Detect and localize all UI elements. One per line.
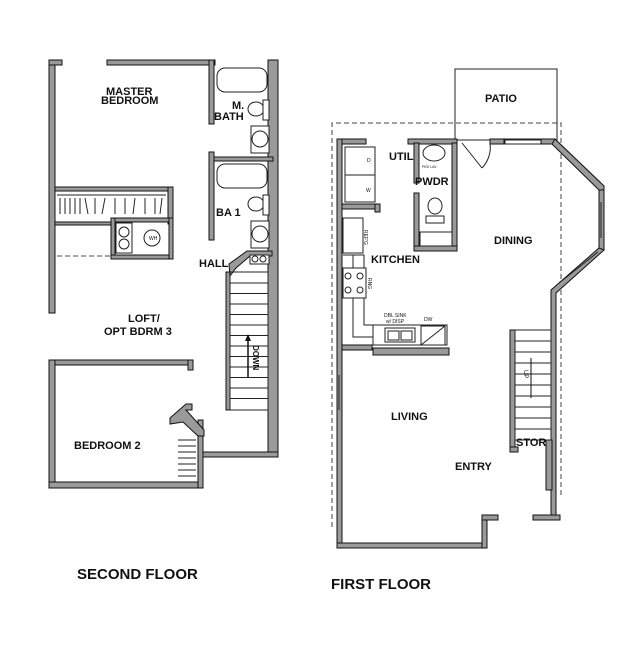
room-label-m-bath: BATH [214,111,244,123]
closet-shelving [57,194,166,257]
second-floor-plan: WH DOWN MASTER BEDROOM M. BATH BA 1 HALL… [48,59,279,583]
room-label-loft: OPT BDRM 3 [104,326,172,338]
room-label-kitchen: KITCHEN [371,254,420,266]
water-heater-label: WH [149,236,158,242]
room-label-master-bedroom: MASTER [106,86,153,98]
room-label-bedroom2: BEDROOM 2 [74,440,141,452]
second-floor-title: SECOND FLOOR [77,566,198,583]
water-heater [143,229,161,247]
first-floor-stairs[interactable]: UP [514,329,552,441]
room-label-hall: HALL [199,258,229,270]
second-floor-walls [48,59,279,489]
bedroom2-closet [178,439,196,477]
bathroom-fixtures: WH [115,67,270,265]
bay-windows [338,142,602,410]
room-label-dining: DINING [494,235,533,247]
toilet [427,197,443,215]
toilet [247,101,265,117]
toilet [247,196,265,212]
room-label-m-bath: M. [232,100,244,112]
room-label-util: UTIL [389,151,414,163]
refrigerator-label: REF'G [362,230,368,245]
sink-label: w/ DISP [386,319,405,325]
pedestal-lav [422,144,446,162]
room-label-stor: STOR [516,437,546,449]
stairs-up-label: UP [522,370,528,378]
sink [251,130,269,148]
powder-room-fixtures: PED LAV [419,144,453,247]
sink [251,225,269,243]
bathtub [216,67,268,93]
dishwasher-label: DW [424,317,433,323]
room-label-living: LIVING [391,411,428,423]
room-label-ba1: BA 1 [216,207,241,219]
stairs-down-label: DOWN [251,345,260,371]
room-label-master-bedroom: BEDROOM [101,95,158,107]
bathtub [216,163,268,189]
kitchen-fixtures: D W REF'G RNG DBL SINK w/ DISP DW [342,146,450,356]
room-label-loft: LOFT/ [128,313,160,325]
patio [454,68,558,141]
second-floor-stairs[interactable]: DOWN [229,271,269,411]
room-label-patio: PATIO [485,93,517,105]
range-label: RNG [366,278,372,289]
dryer-label: D [367,158,371,164]
room-label-entry: ENTRY [455,461,493,473]
sink-label: DBL SINK [384,313,407,319]
lav-label: PED LAV [422,165,437,169]
patio-door[interactable] [461,142,491,169]
room-label-pwdr: PWDR [415,176,449,188]
first-floor-walls [336,138,605,549]
first-floor-plan: D W REF'G RNG DBL SINK w/ DISP DW PED LA… [331,68,605,593]
washer-label: W [366,188,371,194]
first-floor-title: FIRST FLOOR [331,576,431,593]
